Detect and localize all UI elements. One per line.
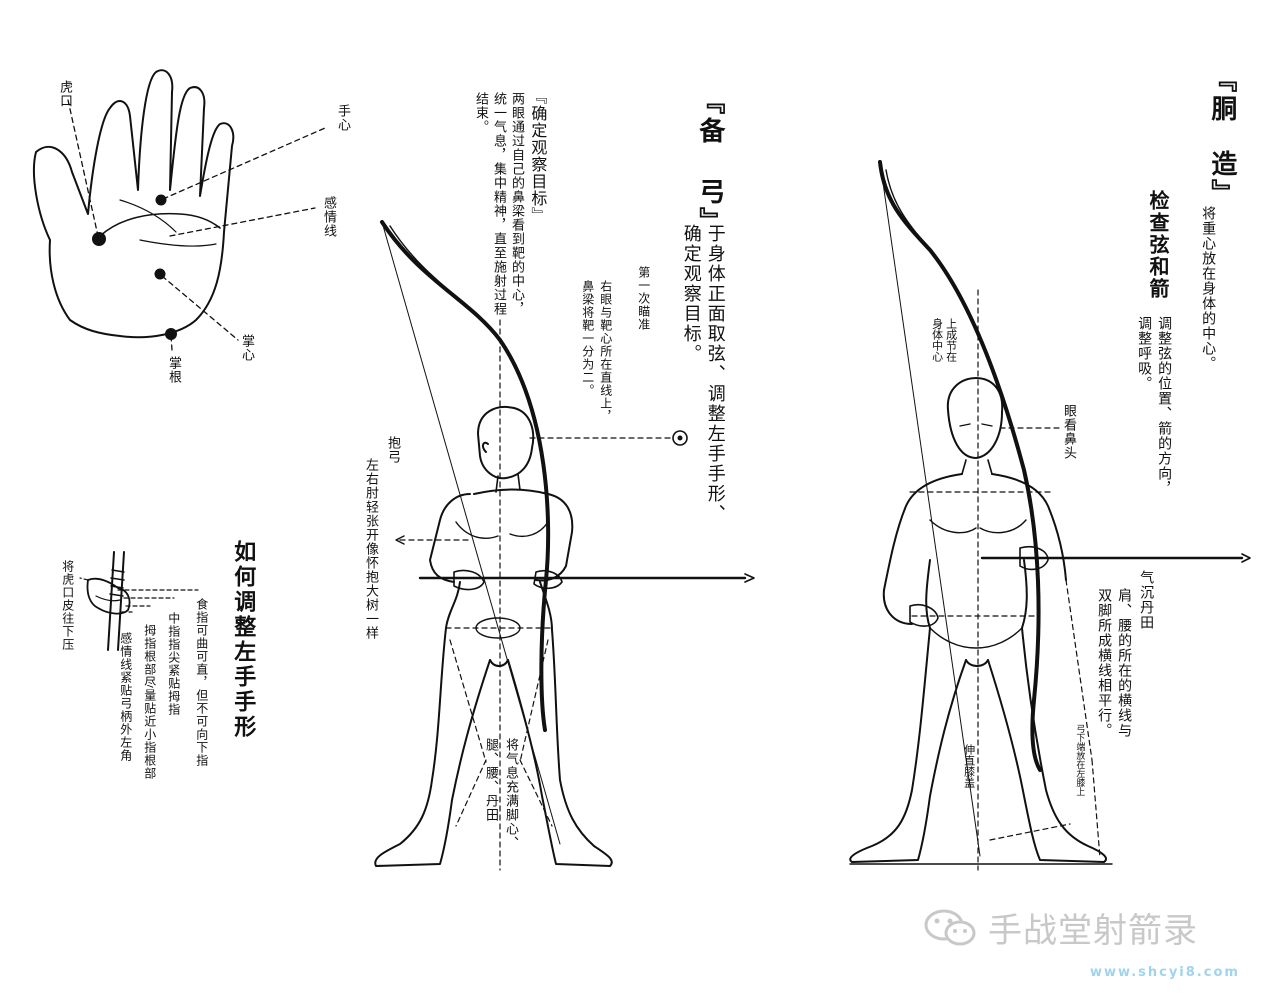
archer-front-figure [849,160,1251,871]
label-shoulder-waist-line1: 肩、腰的所在的横线与 [1116,588,1133,738]
section1-desc-line1: 于身体正面取弦、调整左手手形、 [704,224,726,524]
section1-title-bottom: 弓』 [694,178,725,236]
section1-aim-title: 第一次瞄准 [636,266,651,331]
label-shouxin: 手心 [334,104,350,132]
section2-check-line2: 调整呼吸。 [1136,316,1153,391]
label-qixi-line1: 将气息充满脚心、 [502,738,518,850]
section1-subtitle: 『确定观察目标』 [528,88,548,224]
grip-caption-thumb: 拇指根部尽量贴近小指根部 [142,624,157,780]
label-baogong: 抱弓 [384,436,400,464]
section1-body-line1: 两眼通过自己的鼻梁看到靶的中心， [508,92,524,316]
label-zhanggen: 掌根 [165,356,181,384]
label-zhangxin: 掌心 [238,334,254,362]
section1-body-line2: 统一气息，集中精神，直至施射过程 [490,92,506,316]
label-knee: 伸直膝盖 [962,744,976,788]
section1-desc-line2: 确定观察目标。 [680,224,702,364]
label-upper-body-line2: 身体中心 [930,318,944,362]
grip-caption-ganqingxian: 感情线紧贴弓柄外左角 [118,632,133,762]
label-bow-knee: 弓下端放在左膝上 [1074,724,1085,796]
label-qixi-line2: 腿、腰、丹田 [482,738,498,822]
watermark-text: 手战堂射箭录 [988,910,1198,951]
grip-caption-middle: 中指指尖紧贴拇指 [166,612,181,716]
label-eye-nose: 眼看鼻头 [1060,404,1076,460]
section1-aim-line1: 右眼与靶心所在直线上， [598,280,613,423]
section2-desc: 将重心放在身体的中心。 [1200,206,1217,371]
watermark: 手战堂射箭录 [922,905,1198,951]
section1-title-top: 『备 [694,88,725,146]
archer-side-figure [374,220,755,871]
label-ganqingxian: 感情线 [320,196,336,238]
section2-title-bottom: 造』 [1206,150,1237,208]
section1-body-line3: 结束。 [472,92,488,134]
label-upper-body-line1: 上成节在 [944,318,958,362]
palm-drawing [33,69,326,351]
label-qichen: 气沉丹田 [1138,570,1155,630]
label-hukou: 虎口 [56,80,72,108]
section2-check-title: 检查弦和箭 [1146,190,1170,300]
grip-drawing [79,551,199,651]
site-url[interactable]: www.shcyi8.com [1090,965,1240,980]
grip-caption-index: 食指可曲可直，但不可向下指 [194,598,209,767]
section2-title-top: 『胴 [1206,66,1237,124]
wechat-icon [924,909,976,946]
grip-title: 如何调整左手手形 [230,540,257,740]
section1-aim-line2: 鼻梁将靶一分为二。 [580,280,595,397]
label-shoulder-waist-line2: 双脚所成横线相平行。 [1096,588,1113,738]
grip-caption-hukou: 将虎口皮往下压 [60,560,75,651]
label-baogong-desc: 左右肘轻张开像怀抱大树一样 [362,458,378,640]
section2-check-line1: 调整弦的位置、箭的方向， [1156,316,1173,496]
